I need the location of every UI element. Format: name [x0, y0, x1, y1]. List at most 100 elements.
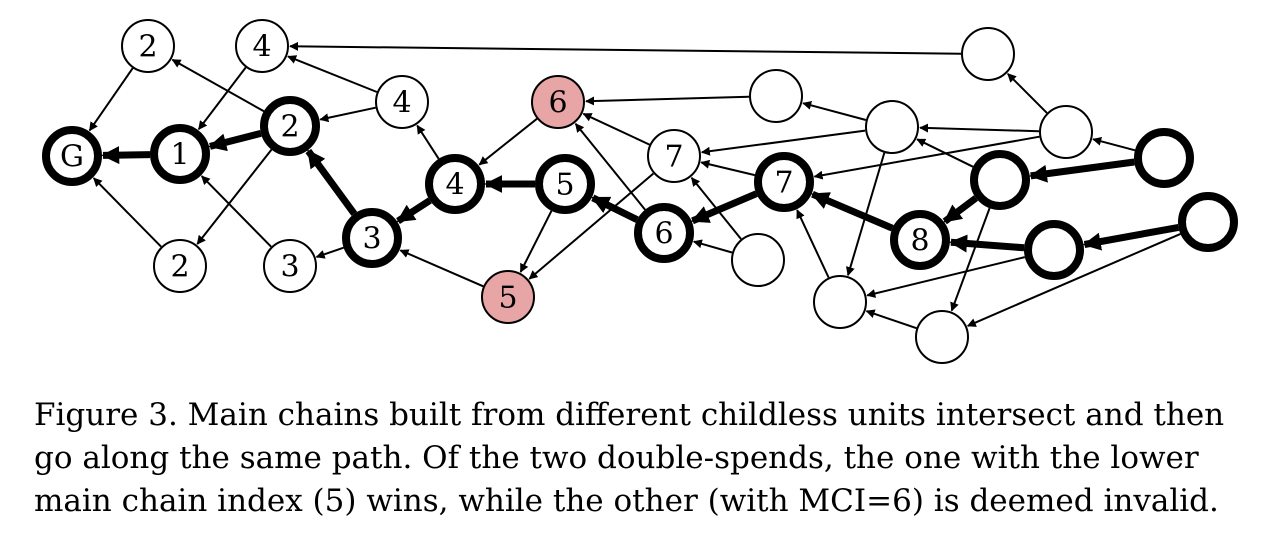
- unit-node-u7: [915, 310, 969, 364]
- parent-edge-u5-to-c7: [690, 177, 742, 240]
- unit-node-u6: [813, 275, 867, 329]
- main-chain-unit-circle: [342, 208, 402, 268]
- main-chain-unit-circle: [150, 124, 210, 184]
- unit-label: 2: [280, 110, 299, 145]
- parent-edge-a4-to-m1: [197, 66, 247, 131]
- parent-edge-u4-to-u3: [919, 123, 1040, 133]
- parent-edge-m2-to-a2: [171, 58, 265, 113]
- main-chain-unit-circle: [1178, 192, 1238, 252]
- unit-node-a2: 2: [121, 19, 175, 73]
- unit-label: 7: [774, 166, 793, 201]
- unit-node-m3: 3: [342, 208, 402, 268]
- unit-circle: [121, 19, 175, 73]
- unit-label: 4: [445, 168, 464, 203]
- unit-label: 1: [170, 138, 189, 173]
- unit-circle: [731, 233, 785, 287]
- unit-label: 5: [555, 168, 574, 203]
- unit-label: 2: [138, 30, 157, 65]
- unit-node-b2: 2: [153, 239, 207, 293]
- unit-label: 4: [252, 30, 271, 65]
- parent-edge-m2-to-b2: [196, 148, 273, 245]
- dag-diagram: G 1 2 3 4 5 6 7 8 2 4 2 3 4 6 5 7: [42, 19, 1238, 364]
- unit-node-m6: 6: [634, 203, 694, 263]
- unit-node-t2: [970, 150, 1030, 210]
- unit-node-G: G: [42, 126, 102, 186]
- unit-circle: [961, 27, 1015, 81]
- unit-label: 7: [664, 140, 683, 175]
- main-chain-edge-t1-to-t2: [1028, 158, 1135, 183]
- main-chain-unit-circle: [425, 154, 485, 214]
- unit-circle: [915, 310, 969, 364]
- main-chain-unit-circle: [535, 154, 595, 214]
- unit-node-m2: 2: [260, 96, 320, 156]
- unit-node-m1: 1: [150, 124, 210, 184]
- unit-node-t3: [1024, 220, 1084, 280]
- unit-node-u3: [865, 100, 919, 154]
- unit-circle: [865, 100, 919, 154]
- unit-node-ds6: 6: [531, 75, 585, 129]
- main-chain-unit-circle: [890, 210, 950, 270]
- unit-label: 6: [654, 217, 673, 252]
- parent-edge-t2-to-u7: [950, 207, 991, 312]
- parent-edge-u2-to-ds6: [585, 95, 750, 106]
- parent-edge-u4-to-u1: [1007, 73, 1048, 114]
- parent-edge-u3-to-c7: [700, 129, 866, 156]
- parent-edge-ds5-to-m3: [399, 249, 484, 288]
- unit-node-u2: [749, 69, 803, 123]
- main-chain-edge-m6-to-m5: [591, 194, 639, 223]
- unit-label: 6: [548, 86, 567, 121]
- parent-edge-u5-to-m6: [692, 239, 733, 254]
- unit-node-c7: 7: [647, 129, 701, 183]
- parent-edge-a2-to-G: [88, 67, 134, 132]
- main-chain-unit-circle: [260, 96, 320, 156]
- parent-edge-t2-to-u3: [916, 138, 974, 168]
- main-chain-unit-circle: [754, 152, 814, 212]
- parent-edge-c4-to-a4: [287, 55, 378, 93]
- unit-label: 4: [392, 86, 411, 121]
- unit-node-m8: 8: [890, 210, 950, 270]
- parent-edge-u1-to-a4: [289, 41, 962, 55]
- main-chain-edge-m4-to-m3: [396, 197, 432, 225]
- unit-label: 3: [362, 222, 381, 257]
- parent-edge-b2-to-G: [92, 177, 162, 248]
- unit-node-m5: 5: [535, 154, 595, 214]
- parent-edge-c4-to-m2: [319, 106, 376, 123]
- main-chain-edge-m7-to-m6: [690, 190, 758, 225]
- unit-node-u4: [1039, 105, 1093, 159]
- parent-edge-t4-to-u7: [966, 232, 1181, 327]
- parent-edge-m3-to-b3: [315, 246, 344, 259]
- parent-edge-m4-to-c4: [416, 124, 440, 160]
- node-layer: G 1 2 3 4 5 6 7 8 2 4 2 3 4 6 5 7: [42, 19, 1238, 364]
- parent-edge-b3-to-m1: [200, 175, 272, 248]
- unit-node-t4: [1178, 192, 1238, 252]
- unit-circle: [235, 19, 289, 73]
- main-chain-unit-circle: [1024, 220, 1084, 280]
- parent-edge-t1-to-u4: [1092, 136, 1136, 152]
- double-spend-unit-circle: [531, 75, 585, 129]
- main-chain-edge-t3-to-m8: [949, 234, 1025, 253]
- main-chain-unit-circle: [1134, 128, 1194, 188]
- parent-edge-t3-to-u6: [866, 256, 1026, 298]
- unit-node-b3: 3: [263, 239, 317, 293]
- parent-edge-c7-to-ds5: [528, 172, 655, 280]
- parent-edge-m6-to-ds6: [574, 123, 646, 211]
- main-chain-unit-circle: [634, 203, 694, 263]
- unit-circle: [263, 239, 317, 293]
- unit-node-ds5: 5: [481, 270, 535, 324]
- unit-node-u1: [961, 27, 1015, 81]
- double-spend-unit-circle: [481, 270, 535, 324]
- unit-node-m4: 4: [425, 154, 485, 214]
- parent-edge-u6-to-m7: [796, 209, 830, 278]
- unit-circle: [813, 275, 867, 329]
- unit-label: 3: [280, 250, 299, 285]
- unit-circle: [375, 75, 429, 129]
- main-chain-edge-t4-to-t3: [1082, 223, 1180, 251]
- main-chain-edge-t2-to-m8: [942, 195, 979, 225]
- unit-label: G: [60, 140, 84, 175]
- unit-circle: [1039, 105, 1093, 159]
- main-chain-edge-m1-to-G: [101, 146, 151, 165]
- main-chain-unit-circle: [42, 126, 102, 186]
- unit-label: 2: [170, 250, 189, 285]
- unit-node-c4: 4: [375, 75, 429, 129]
- parent-edge-u7-to-u6: [865, 309, 917, 330]
